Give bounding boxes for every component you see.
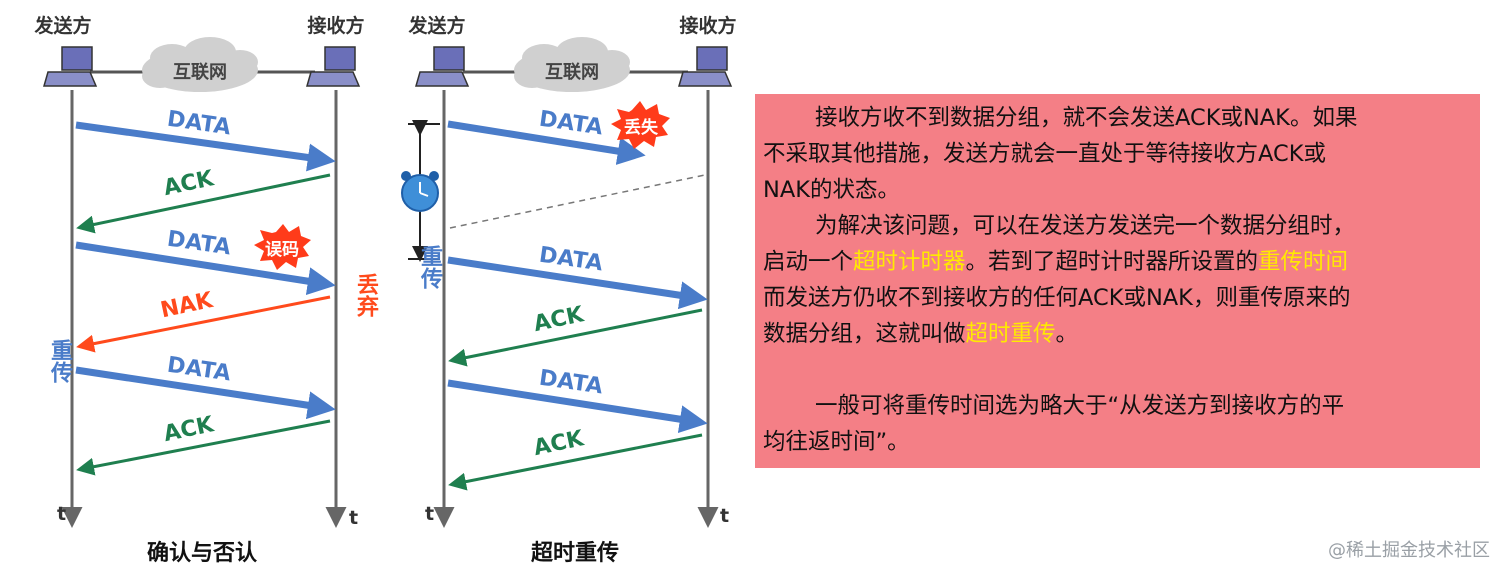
- left-data-label-2: DATA: [166, 227, 233, 261]
- lost-badge-icon: [611, 101, 670, 149]
- left-nak-arrow: [76, 295, 331, 353]
- left-ack-label-1: ACK: [161, 166, 216, 201]
- left-ack-label-2: ACK: [161, 412, 216, 447]
- right-ack-label-2: ACK: [531, 426, 586, 461]
- left-retransmit-label: 重传: [28, 339, 74, 384]
- para-2-line-2: 启动一个超时计时器。若到了超时计时器所设置的重传时间: [755, 244, 1480, 280]
- right-ack-label-1: ACK: [531, 302, 586, 337]
- left-ack-arrow-2: [76, 419, 331, 476]
- right-retransmit-label: 重传: [398, 245, 444, 290]
- left-data-arrow-1: [75, 121, 336, 172]
- left-sender-time-label: t: [57, 503, 66, 525]
- stop-and-wait-diagrams: 发送方 接收方 互联网 t t DATA ACK DATA: [28, 14, 737, 566]
- para-1-line-2: 不采取其他措施，发送方就会一直处于等待接收方ACK或: [763, 141, 1326, 167]
- explanation-para-1: 接收方收不到数据分组，就不会发送ACK或NAK。如果 不采取其他措施，发送方就会…: [755, 100, 1480, 208]
- left-diagram: 发送方 接收方 互联网 t t DATA ACK DATA: [28, 14, 379, 566]
- watermark: @稀土掘金技术社区: [1328, 540, 1490, 561]
- right-data-arrow-2: [447, 379, 708, 434]
- left-ack-arrow-1: [76, 173, 331, 234]
- para-1-line-1: 接收方收不到数据分组，就不会发送ACK或NAK。如果: [815, 105, 1358, 131]
- para-2-line-2-a: 启动一个: [763, 249, 854, 275]
- left-error-badge-label: 误码: [265, 240, 299, 260]
- lost-badge-label: 丢失: [624, 117, 659, 138]
- explanation-panel: 接收方收不到数据分组，就不会发送ACK或NAK。如果 不采取其他措施，发送方就会…: [755, 94, 1480, 468]
- right-data-label-1: DATA: [538, 243, 605, 277]
- right-ack-arrow-2: [448, 433, 703, 491]
- right-sender-laptop-icon: [415, 46, 470, 87]
- para-1-line-3: NAK的状态。: [763, 177, 900, 203]
- right-data-label-lost: DATA: [538, 107, 605, 141]
- right-data-arrow-1: [447, 256, 708, 310]
- left-receiver-laptop-icon: [306, 46, 361, 87]
- right-cloud-label: 互联网: [545, 62, 599, 83]
- right-ack-arrow-1: [448, 308, 703, 367]
- timeout-dashed-line: [449, 174, 706, 229]
- para-3-line-1: 一般可将重传时间选为略大于“从发送方到接收方的平: [815, 393, 1345, 419]
- alarm-clock-icon: [401, 171, 439, 212]
- right-receiver-time-label: t: [720, 505, 729, 527]
- para-2-line-1: 为解决该问题，可以在发送方发送完一个数据分组时，: [815, 213, 1356, 239]
- right-caption: 超时重传: [531, 541, 619, 566]
- left-sender-laptop-icon: [43, 46, 98, 87]
- para-3-line-2: 均往返时间”。: [763, 429, 910, 455]
- para-2-line-4-a: 数据分组，这就叫做: [763, 321, 966, 347]
- para-2-line-4: 数据分组，这就叫做超时重传。: [755, 316, 1480, 352]
- left-data-arrow-2: [75, 241, 336, 296]
- para-2-line-3: 而发送方仍收不到接收方的任何ACK或NAK，则重传原来的: [763, 285, 1351, 311]
- right-data-label-2: DATA: [538, 366, 605, 400]
- highlight-retransmit-time: 重传时间: [1258, 249, 1349, 275]
- left-receiver-label: 接收方: [307, 14, 364, 37]
- left-caption: 确认与否认: [147, 540, 257, 566]
- right-data-arrow-lost: [447, 120, 646, 165]
- right-receiver-label: 接收方: [679, 14, 736, 37]
- left-cloud-label: 互联网: [173, 62, 227, 83]
- explanation-para-3: 一般可将重传时间选为略大于“从发送方到接收方的平 均往返时间”。: [755, 388, 1480, 460]
- explanation-para-2: 为解决该问题，可以在发送方发送完一个数据分组时， 启动一个超时计时器。若到了超时…: [755, 208, 1480, 352]
- highlight-timeout-retransmit: 超时重传: [965, 321, 1056, 347]
- left-sender-label: 发送方: [33, 14, 91, 37]
- left-receiver-time-label: t: [349, 507, 358, 529]
- left-cloud-icon: [142, 37, 258, 92]
- right-sender-label: 发送方: [407, 14, 465, 37]
- left-nak-label: NAK: [158, 288, 215, 324]
- left-data-label-3: DATA: [166, 353, 233, 387]
- right-diagram: 发送方 接收方 互联网 t t: [398, 14, 737, 566]
- right-receiver-laptop-icon: [678, 46, 733, 87]
- left-data-arrow-3: [75, 366, 336, 420]
- right-sender-time-label: t: [425, 503, 434, 525]
- highlight-timeout-timer: 超时计时器: [853, 249, 966, 275]
- left-discard-label: 丢弃: [334, 273, 379, 318]
- left-data-label-1: DATA: [166, 107, 233, 141]
- para-2-line-2-b: 。若到了超时计时器所设置的: [965, 249, 1259, 275]
- left-error-badge-icon: [254, 224, 311, 270]
- right-cloud-icon: [514, 37, 630, 92]
- para-2-line-4-b: 。: [1055, 321, 1079, 347]
